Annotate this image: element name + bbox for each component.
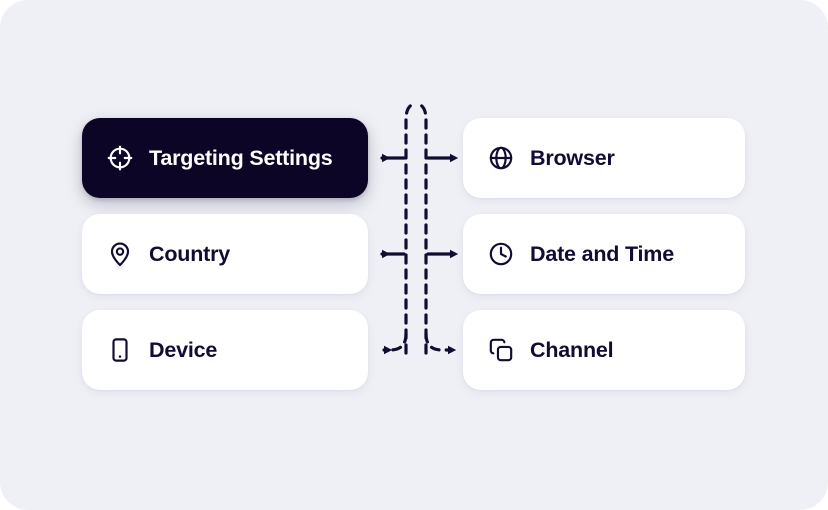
card-label: Channel	[530, 337, 614, 362]
connector-spine-left	[404, 102, 418, 355]
map-pin-icon	[107, 241, 133, 267]
card-date-and-time[interactable]: Date and Time	[463, 214, 745, 294]
right-column: Browser Date and Time Channel	[463, 118, 745, 390]
card-browser[interactable]: Browser	[463, 118, 745, 198]
card-device[interactable]: Device	[82, 310, 368, 390]
clock-icon	[488, 241, 514, 267]
globe-icon	[488, 145, 514, 171]
mobile-phone-icon	[107, 337, 133, 363]
card-label: Country	[149, 241, 231, 266]
card-targeting-settings[interactable]: Targeting Settings	[82, 118, 368, 198]
card-label: Device	[149, 337, 218, 362]
card-label: Date and Time	[530, 241, 674, 266]
crosshair-target-icon	[107, 145, 133, 171]
copy-layers-icon	[488, 337, 514, 363]
arrow-row3-right	[424, 332, 457, 355]
card-label: Targeting Settings	[149, 145, 333, 170]
arrow-row3-left	[382, 332, 408, 355]
dashed-connector	[360, 86, 472, 386]
card-label: Browser	[530, 145, 615, 170]
card-country[interactable]: Country	[82, 214, 368, 294]
connector-spine-right	[414, 102, 428, 355]
card-channel[interactable]: Channel	[463, 310, 745, 390]
left-column: Targeting Settings Country Device	[82, 118, 368, 390]
